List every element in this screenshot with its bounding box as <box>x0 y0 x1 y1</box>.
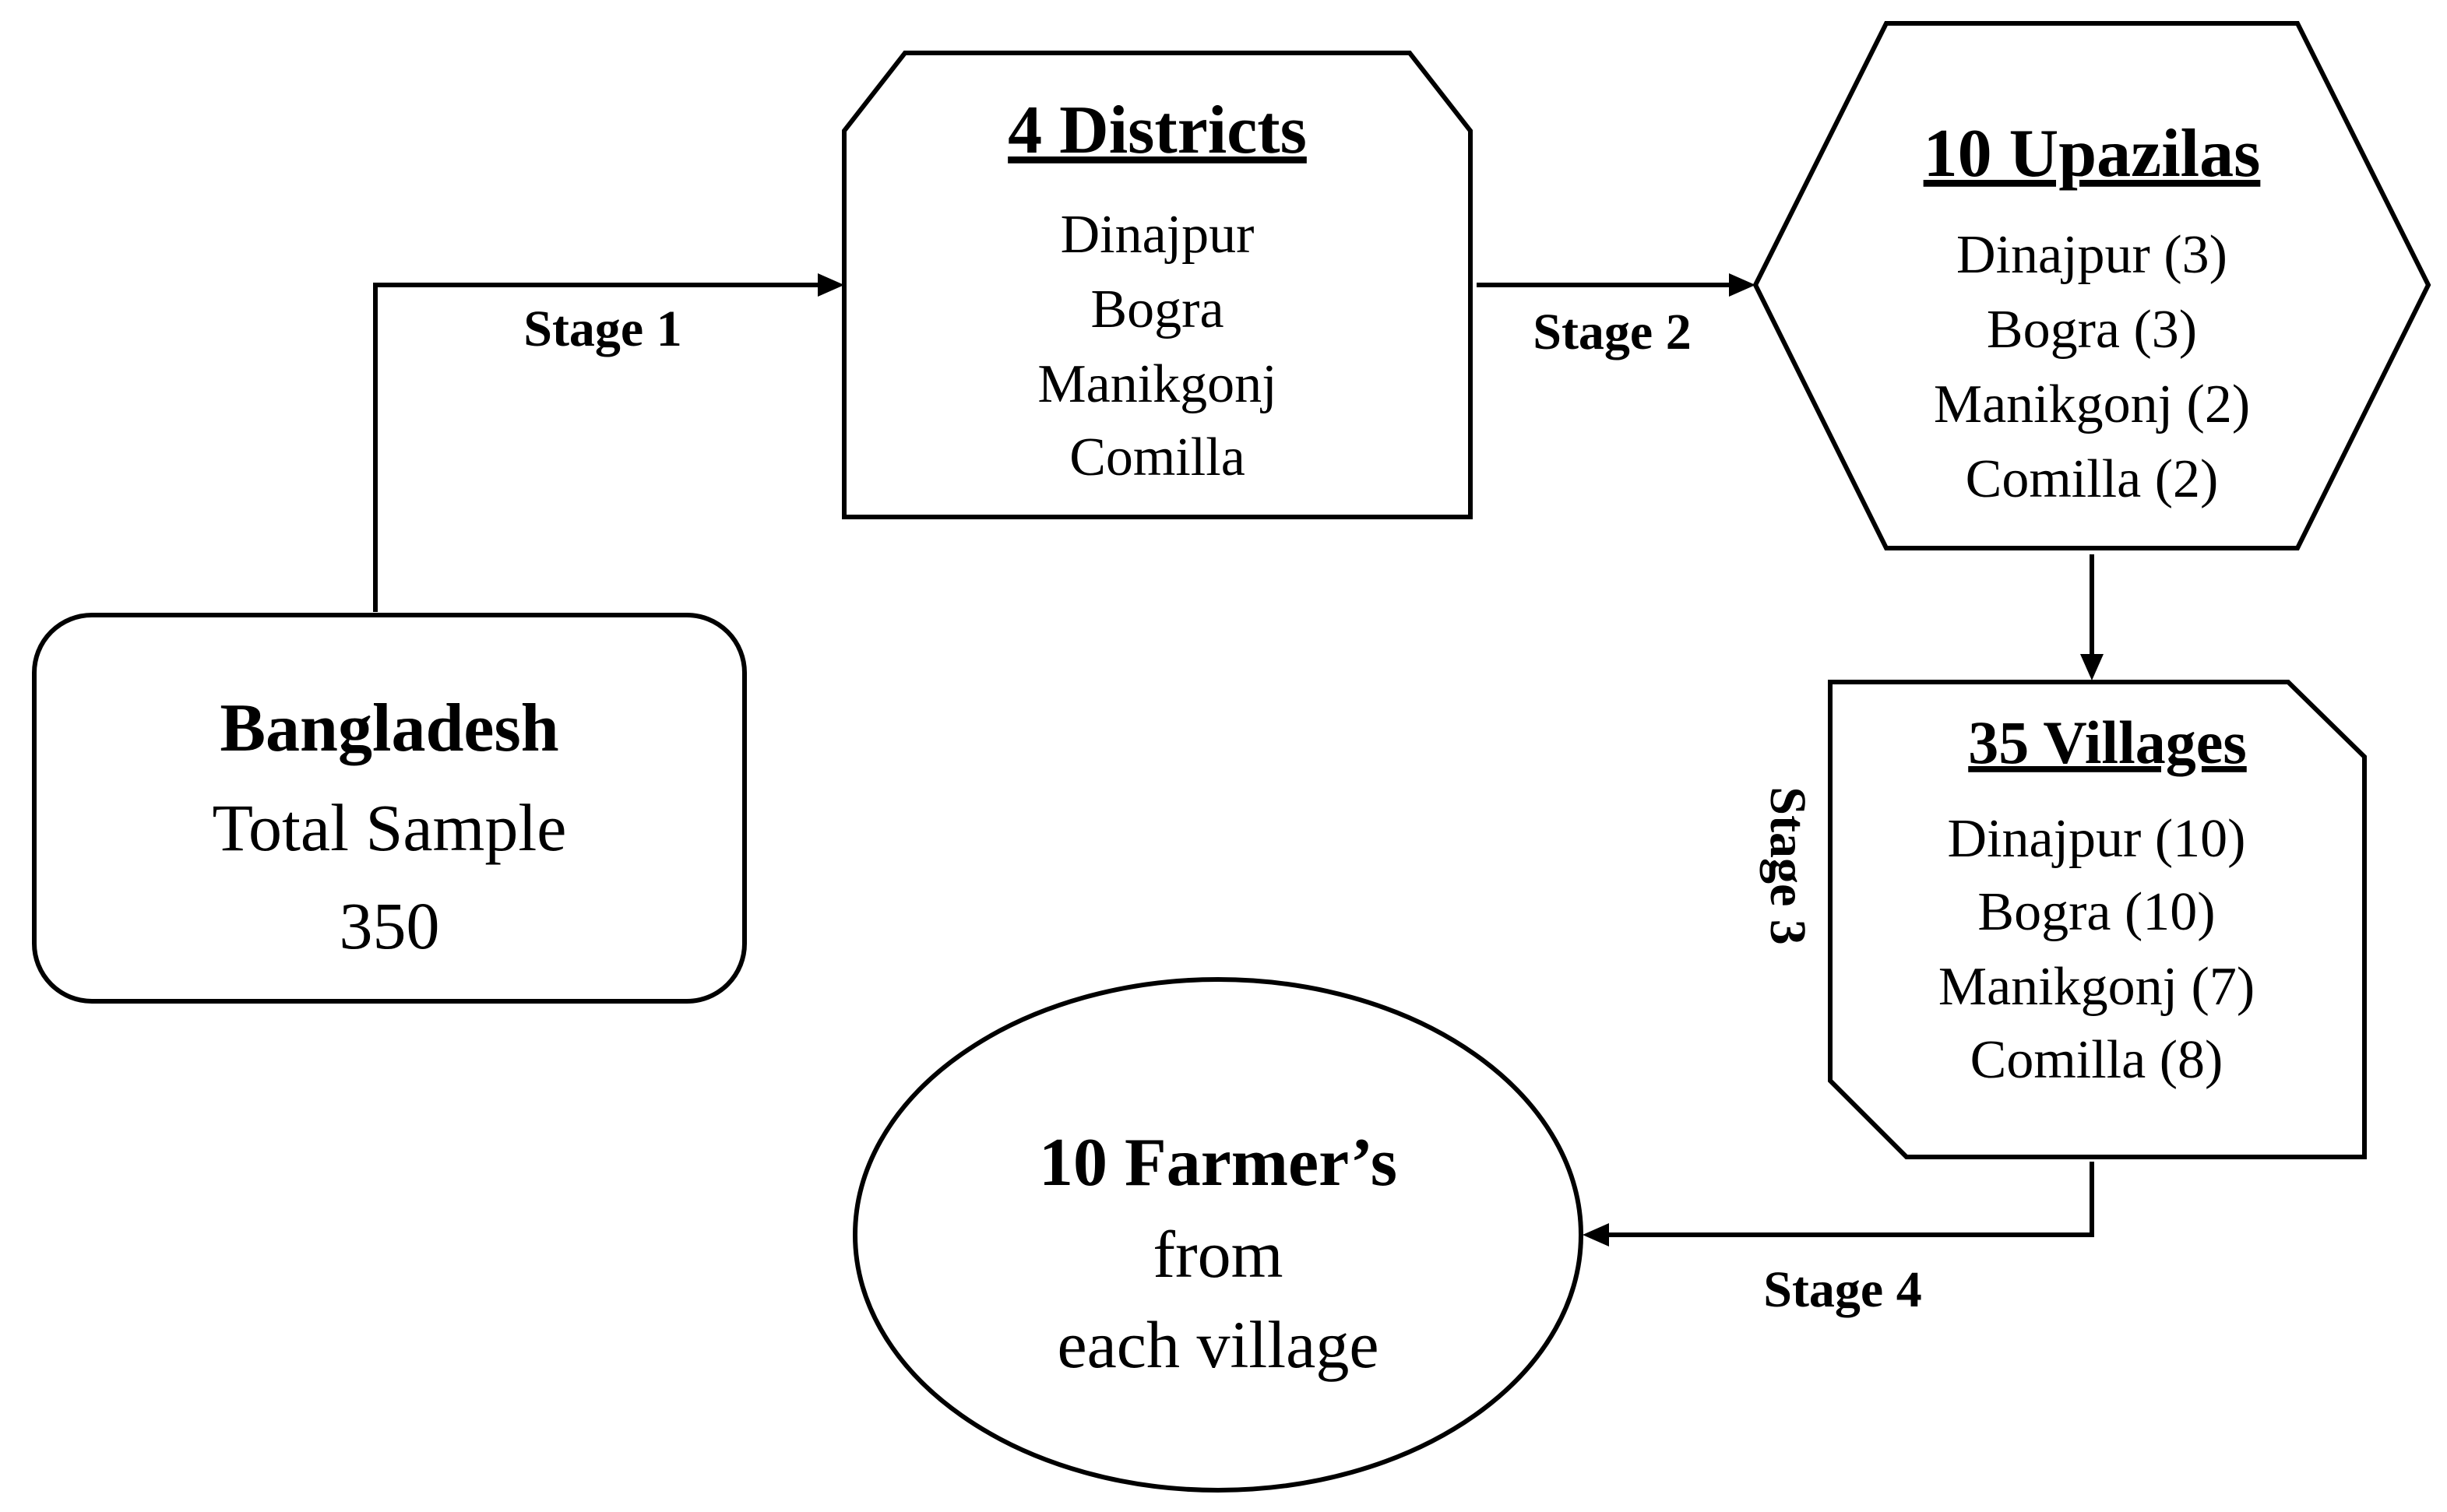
districts-item: Comilla <box>1069 427 1245 487</box>
upazilas-item: Dinajpur (3) <box>1956 225 2227 285</box>
stage-4-label: Stage 4 <box>1763 1261 1921 1318</box>
node-districts: 4 Districts Dinajpur Bogra Manikgonj Com… <box>842 51 1473 519</box>
districts-item: Bogra <box>1090 280 1224 339</box>
node-upazilas: 10 Upazilas Dinajpur (3) Bogra (3) Manik… <box>1752 21 2431 550</box>
upazilas-item: Manikgonj (2) <box>1934 374 2250 434</box>
villages-item: Manikgonj (7) <box>1938 957 2255 1017</box>
villages-title: 35 Villages <box>1968 709 2247 776</box>
connector-stage-1 <box>373 273 844 612</box>
connector-stage-2 <box>1477 273 1755 297</box>
villages-item: Comilla (8) <box>1970 1030 2223 1090</box>
districts-item: Dinajpur <box>1061 205 1255 265</box>
stage-1-label: Stage 1 <box>523 301 681 357</box>
upazilas-title: 10 Upazilas <box>1924 116 2261 192</box>
farmers-line-from: from <box>1153 1217 1283 1292</box>
stage-3-label: Stage 3 <box>1759 786 1816 944</box>
villages-item: Dinajpur (10) <box>1948 809 2246 869</box>
districts-item: Manikgonj <box>1037 354 1276 414</box>
bangladesh-title: Bangladesh <box>220 691 558 766</box>
connector-stage-3 <box>2080 554 2104 680</box>
districts-title: 4 Districts <box>1008 93 1307 168</box>
bangladesh-sample-label: Total Sample <box>213 790 567 865</box>
node-bangladesh: Bangladesh Total Sample 350 <box>32 613 747 1004</box>
farmers-title: 10 Farmer’s <box>1039 1125 1397 1201</box>
node-villages: 35 Villages Dinajpur (10) Bogra (10) Man… <box>1828 680 2367 1159</box>
node-farmers: 10 Farmer’s from each village <box>853 977 1583 1493</box>
upazilas-item: Bogra (3) <box>1987 300 2197 360</box>
connector-stage-4 <box>1583 1162 2094 1247</box>
villages-item: Bogra (10) <box>1977 882 2215 942</box>
bangladesh-sample-count: 350 <box>340 888 440 963</box>
upazilas-item: Comilla (2) <box>1966 449 2219 509</box>
stage-2-label: Stage 2 <box>1533 304 1691 360</box>
farmers-line-each-village: each village <box>1057 1307 1378 1382</box>
